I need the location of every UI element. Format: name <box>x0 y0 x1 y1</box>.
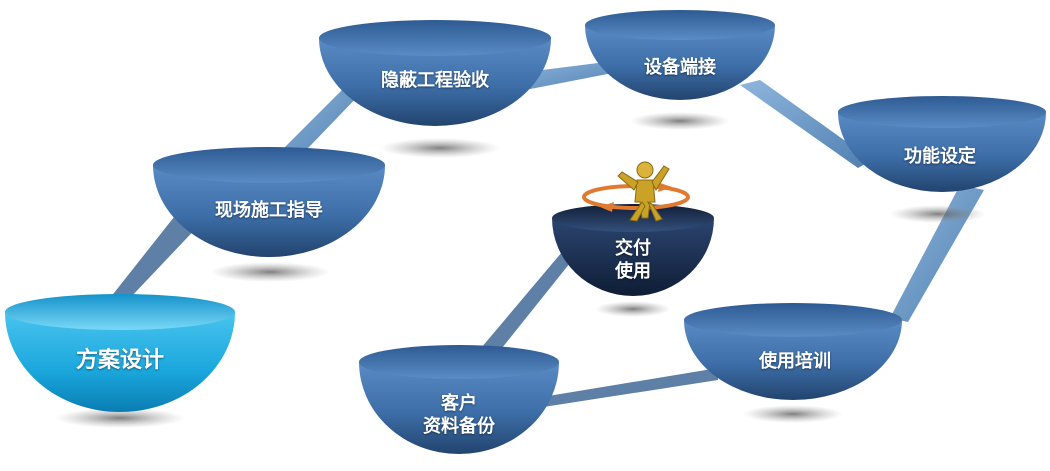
connector-yinbi-shebei <box>510 60 628 92</box>
step-bowl-peixun <box>684 303 902 400</box>
step-bowl-xianchang <box>153 147 385 257</box>
step-bowl-gongneng <box>838 96 1046 192</box>
step-label-shebei: 设备端接 <box>644 57 716 78</box>
step-label-yinbi: 隐蔽工程验收 <box>381 70 489 91</box>
connector-peixun-kehu <box>524 368 718 410</box>
step-label-kehu-line2: 资料备份 <box>423 415 495 437</box>
step-label-peixun: 使用培训 <box>759 351 831 372</box>
step-bowl-shebei <box>585 10 775 100</box>
step-bowl-fangan <box>5 294 235 412</box>
step-label-gongneng: 功能设定 <box>904 146 976 167</box>
connector-kehu-jiaofu <box>476 252 574 358</box>
step-label-kehu-line1: 客户 <box>441 393 477 414</box>
person-arms-up-icon <box>617 161 670 222</box>
step-bowl-kehu <box>359 345 559 454</box>
bowl-shadows <box>55 112 986 428</box>
step-label-jiaofu: 交付 使用 <box>588 238 678 283</box>
step-label-jiaofu-line2: 使用 <box>615 260 651 282</box>
step-label-jiaofu-line1: 交付 <box>615 238 651 259</box>
connector-shebei-gongneng <box>740 80 872 168</box>
step-label-fangan: 方案设计 <box>75 348 164 373</box>
connector-fangan-xianchang <box>110 212 202 298</box>
step-label-kehu: 客户 资料备份 <box>399 393 519 438</box>
step-label-xianchang: 现场施工指导 <box>215 200 323 221</box>
step-bowl-yinbi <box>319 20 551 126</box>
